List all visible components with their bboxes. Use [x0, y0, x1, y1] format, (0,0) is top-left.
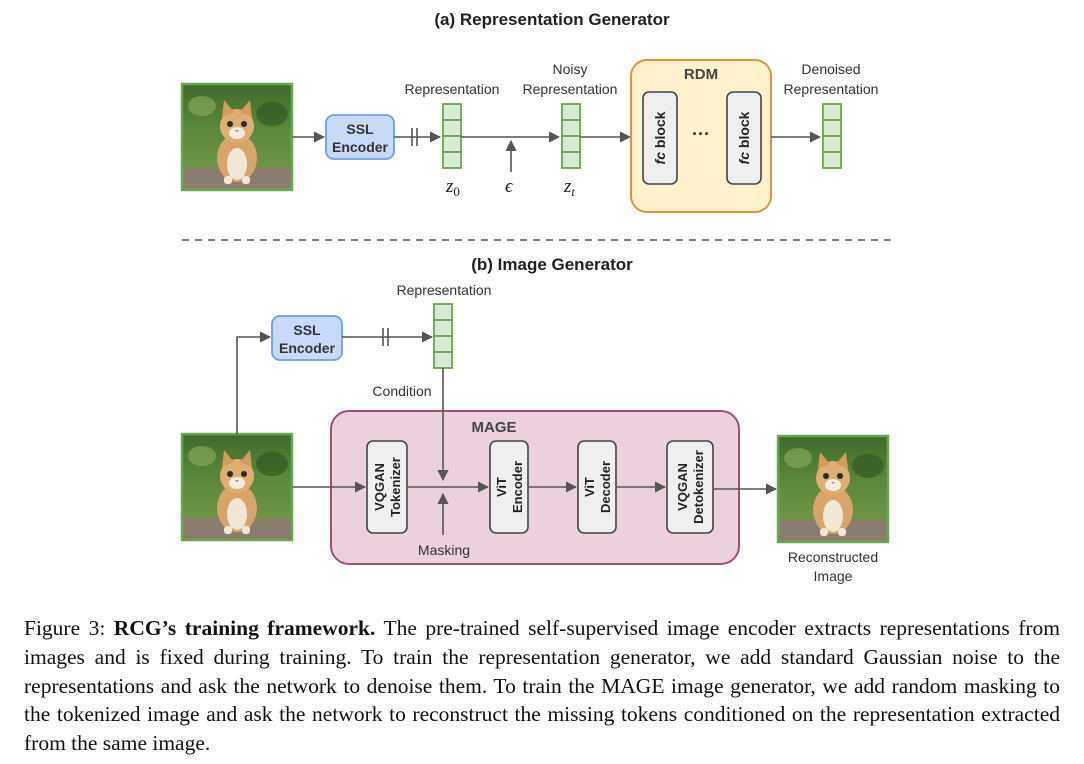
noisy-label-line1: Noisy	[552, 61, 587, 77]
condition-label: Condition	[372, 383, 431, 399]
noisy-representation-zt	[561, 103, 581, 169]
reconstructed-label-line2: Image	[814, 568, 853, 584]
noisy-label-line2: Representation	[523, 81, 618, 97]
rdm-module: RDM fc block ··· fc block	[630, 59, 772, 213]
part-a-title: (a) Representation Generator	[434, 10, 670, 29]
ssl-encoder-b: SSL Encoder	[271, 315, 343, 361]
rcg-diagram: (a) Representation Generator SSL Encoder…	[180, 10, 897, 584]
fc-block-2-label: fc block	[736, 111, 752, 164]
zt-label: zt	[563, 176, 575, 199]
masking-label: Masking	[418, 542, 470, 558]
stop-gradient-icon	[382, 328, 389, 346]
ellipsis: ···	[692, 124, 710, 144]
vqgan-detokenizer-block	[666, 440, 714, 534]
caption-prefix: Figure 3:	[24, 616, 114, 640]
mage-label: MAGE	[472, 419, 517, 436]
epsilon-label: ϵ	[505, 176, 514, 197]
representation-b	[433, 303, 453, 369]
denoised-representation	[822, 103, 842, 169]
denoised-label-line2: Representation	[784, 81, 879, 97]
fc-block-1-label: fc block	[652, 111, 668, 164]
caption-text: The pre-trained self-supervised image en…	[24, 616, 1060, 756]
vqgan-tokenizer-label: VQGANTokenizer	[372, 457, 403, 517]
ssl-encoder-a-line2: Encoder	[332, 139, 389, 155]
ssl-encoder-b-line1: SSL	[293, 322, 321, 338]
input-image-a	[180, 82, 294, 192]
caption-bold-title: RCG’s training framework.	[113, 616, 376, 640]
reconstructed-image	[776, 434, 890, 544]
figure-caption: Figure 3: RCG’s training framework. The …	[24, 614, 1060, 758]
fc-block-1	[642, 91, 678, 185]
z0-label: z0	[445, 176, 460, 199]
arrow-image-to-encoder-b	[236, 331, 272, 434]
denoised-label-line1: Denoised	[801, 61, 860, 77]
fc-block-2	[726, 91, 762, 185]
ssl-encoder-a: SSL Encoder	[325, 114, 395, 160]
rep-label-a: Representation	[405, 81, 500, 97]
vit-encoder-label: ViTEncoder	[494, 461, 525, 513]
vqgan-detokenizer-label: VQGANDetokenizer	[675, 450, 706, 524]
ssl-encoder-b-line2: Encoder	[279, 340, 336, 356]
rdm-label: RDM	[684, 66, 718, 83]
vit-decoder-label: ViTDecoder	[582, 461, 613, 513]
representation-z0	[442, 103, 462, 169]
stop-gradient-icon	[411, 128, 418, 146]
ssl-encoder-a-line1: SSL	[346, 121, 374, 137]
part-b-title: (b) Image Generator	[471, 255, 633, 274]
reconstructed-label-line1: Reconstructed	[788, 549, 878, 565]
input-image-b	[180, 432, 294, 542]
rep-label-b: Representation	[397, 282, 492, 298]
